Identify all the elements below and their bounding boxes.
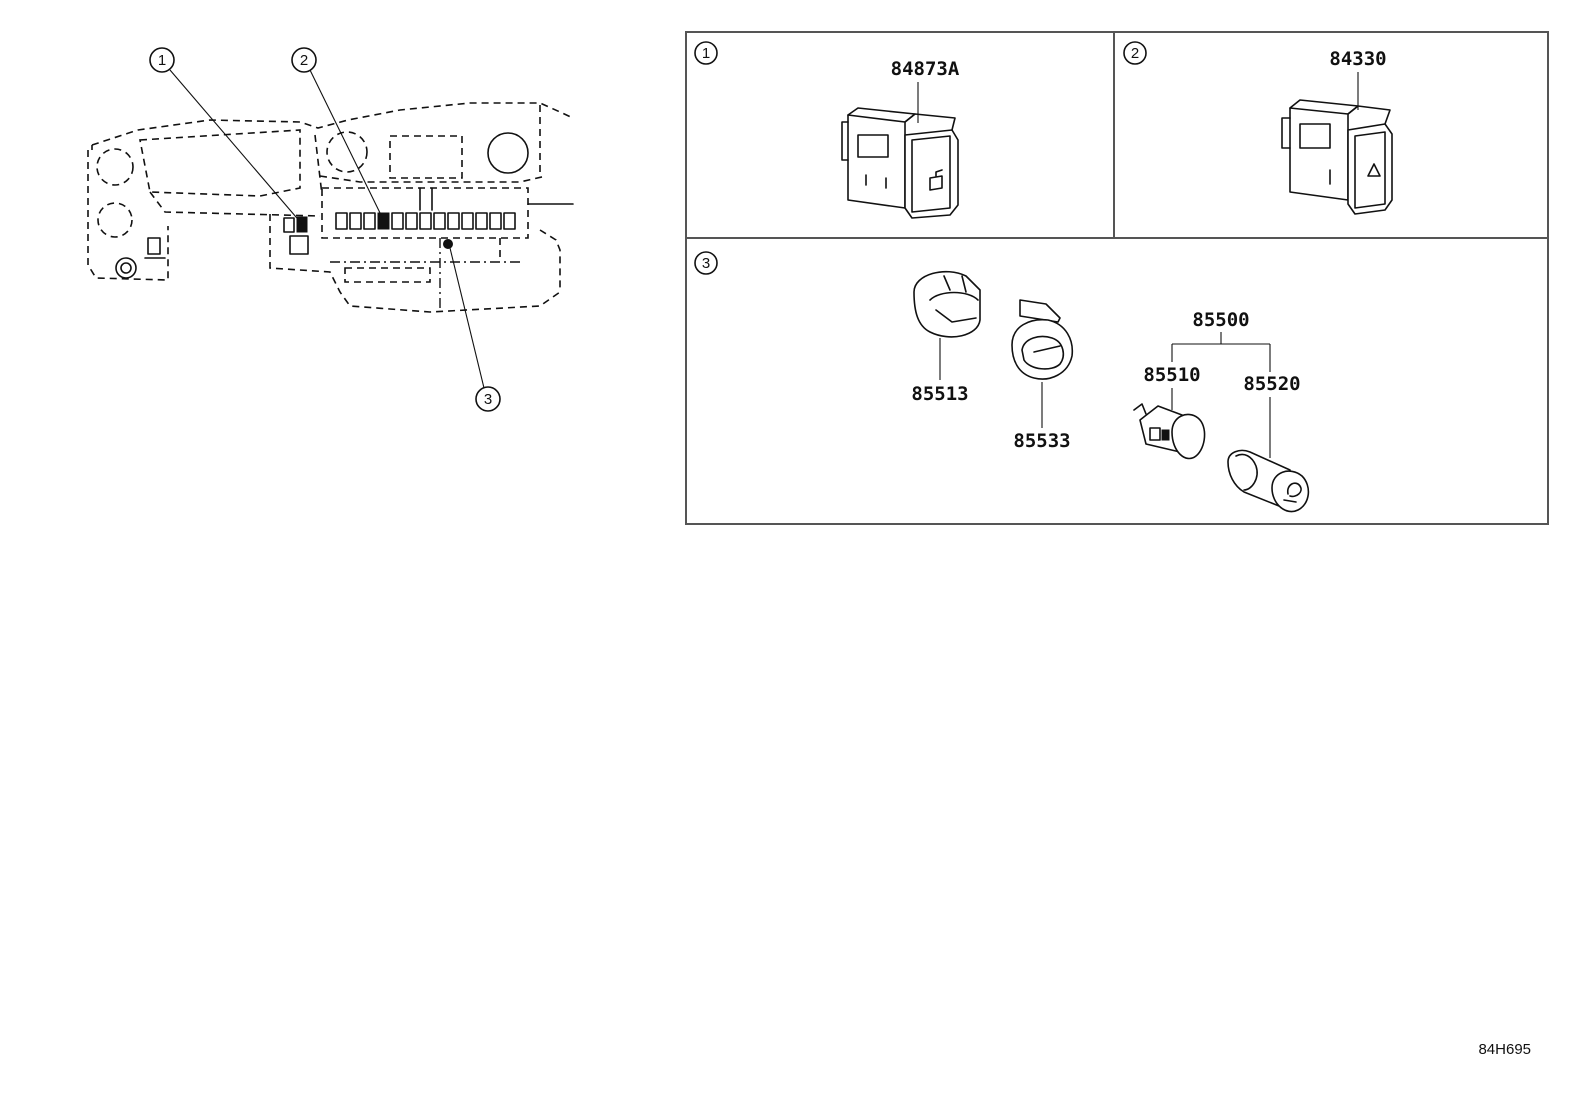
dashboard-overview: 1 2 3 bbox=[87, 47, 574, 412]
svg-text:1: 1 bbox=[702, 45, 710, 62]
svg-text:1: 1 bbox=[158, 52, 166, 69]
fuel-lid-switch-icon bbox=[841, 107, 959, 219]
panel-2: 2 84330 bbox=[1123, 41, 1393, 215]
svg-text:3: 3 bbox=[484, 391, 492, 408]
callout-3: 3 bbox=[475, 386, 501, 412]
socket-retainer-icon bbox=[913, 270, 981, 338]
switch-bank bbox=[335, 212, 516, 230]
panel-3-badge: 3 bbox=[694, 251, 718, 275]
part-85533: 85533 bbox=[1013, 430, 1070, 452]
callout-2: 2 bbox=[291, 47, 317, 73]
accessory-socket-icon bbox=[1133, 403, 1206, 460]
panel-1-badge: 1 bbox=[694, 41, 718, 65]
svg-text:3: 3 bbox=[702, 255, 710, 272]
svg-text:2: 2 bbox=[300, 52, 308, 69]
panel-3: 3 85513 85533 85500 85510 bbox=[694, 251, 1310, 513]
svg-text:2: 2 bbox=[1131, 45, 1139, 62]
part-84330: 84330 bbox=[1329, 48, 1386, 70]
socket-location-marker bbox=[443, 239, 453, 249]
socket-cap-icon bbox=[1227, 449, 1310, 513]
part-85500-group: 85500 bbox=[1192, 309, 1249, 331]
part-85520: 85520 bbox=[1243, 373, 1300, 395]
socket-bezel-icon bbox=[1011, 299, 1074, 380]
parts-detail-frame bbox=[685, 31, 1549, 525]
diagram-id: 84H695 bbox=[1478, 1041, 1531, 1058]
panel-1: 1 84873A bbox=[694, 41, 960, 219]
panel-2-badge: 2 bbox=[1123, 41, 1147, 65]
callout-1: 1 bbox=[149, 47, 175, 73]
part-84873A: 84873A bbox=[891, 58, 960, 80]
hazard-warning-switch-icon bbox=[1281, 99, 1393, 215]
part-85510: 85510 bbox=[1143, 364, 1200, 386]
part-85513: 85513 bbox=[911, 383, 968, 405]
